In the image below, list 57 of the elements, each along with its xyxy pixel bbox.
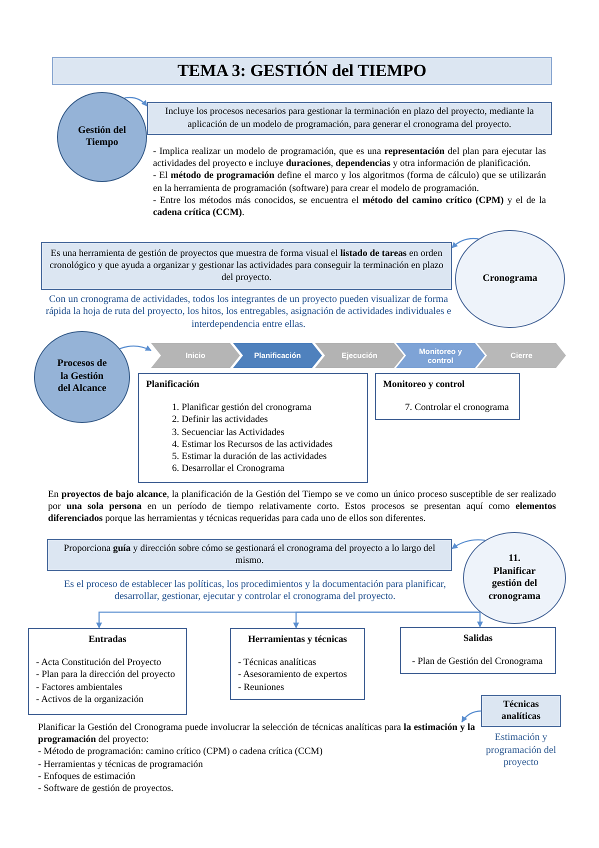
curved-arrow <box>461 710 482 722</box>
curved-arrow <box>452 539 486 550</box>
process-list-box <box>400 627 556 674</box>
technique-box <box>481 695 561 728</box>
circle-label: 11. Planificar gestión del cronograma <box>487 553 542 603</box>
bullet-text: - El método de programación define el marco y los algoritmos (forma de cálculo) que se utilizarán en la herramienta de programación (software) para crear el modelo de programación. <box>153 170 546 195</box>
list-item: - Plan para la dirección del proyecto <box>36 669 176 682</box>
circle-label: Gestión del Tiempo <box>77 124 127 150</box>
list-item: - Técnicas analíticas <box>238 657 316 670</box>
box-text: Técnicas analíticas <box>500 699 542 724</box>
list-item: 7. Controlar el cronograma <box>405 402 509 414</box>
list-item: 4. Estimar los Recursos de las actividades <box>172 438 333 452</box>
bullet-text: - Implica realizar un modelo de programación, que es una representación del plan para ejecutar las actividades del proyecto e incluye duraciones, dependencias y otra información de planificación. <box>153 146 546 170</box>
definition-box <box>47 539 452 572</box>
process-list-box <box>375 373 520 420</box>
list-item: 3. Secuenciar las Actividades <box>172 426 284 439</box>
curved-arrow <box>124 96 148 106</box>
list-item: - Reuniones <box>238 682 284 694</box>
curved-arrow <box>120 345 152 352</box>
bullet-item: - Herramientas y técnicas de programación <box>38 758 203 771</box>
box-text: Es una herramienta de gestión de proyectos que muestra de forma visual el listado de tareas en orden cronológico y que ayuda a organizar y gestionar las actividades para conseguir la terminación en plazo del proyecto. <box>48 248 444 284</box>
arrow <box>293 612 480 629</box>
list-heading: Planificación <box>146 379 200 392</box>
list-item: 2. Definir las actividades <box>172 414 268 427</box>
caption-text: Estimación y programación del proyecto <box>484 732 558 770</box>
list-item: 6. Desarrollar el Cronograma <box>172 463 284 476</box>
list-item: - Activos de la organización <box>36 694 144 706</box>
list-item: 5. Estimar la duración de las actividades <box>172 451 327 464</box>
note-text: Es el proceso de establecer las políticas, los procedimientos y la documentación para planificar, desarrollar, gestionar, ejecutar y controlar el cronograma del proyecto. <box>63 579 447 604</box>
curved-arrow <box>452 238 479 248</box>
process-list-box <box>28 628 187 715</box>
circle-label: Cronograma <box>482 272 538 286</box>
paragraph: En proyectos de bajo alcance, la planificación de la Gestión del Tiempo se ve como un único proceso susceptible de ser realizado por una sola persona en un período de tiempo relativamente corto. Estos procesos se presentan aquí como elementos diferenciados porque las herramientas y técnicas requeridas para cada uno de ellos son diferentes. <box>48 489 556 526</box>
bullet-text: - Entre los métodos más conocidos, se encuentra el método del camino crítico (CPM) y el de la cadena crítica (CCM). <box>153 194 546 220</box>
list-heading: Entradas <box>88 634 126 646</box>
process-list-box <box>138 373 368 483</box>
list-item: - Plan de Gestión del Cronograma <box>412 656 543 668</box>
paragraph: Planificar la Gestión del Cronograma puede involucrar la selección de técnicas analíticas para la estimación y la programación del proyecto: <box>38 722 475 746</box>
definition-box <box>147 102 552 135</box>
circle-label: Procesos de la Gestión del Alcance <box>56 358 108 396</box>
bullet-item: - Método de programación: camino crítico (CPM) o cadena crítica (CCM) <box>38 746 323 759</box>
list-item: - Acta Constitución del Proyecto <box>36 657 162 670</box>
list-heading: Herramientas y técnicas <box>248 634 348 646</box>
box-text: Proporciona guía y dirección sobre cómo se gestionará el cronograma del proyecto a lo largo del mismo. <box>62 543 436 568</box>
list-item: - Factores ambientales <box>36 682 122 694</box>
arrow <box>477 612 483 628</box>
title-text: TEMA 3: GESTIÓN del TIEMPO <box>177 61 427 81</box>
definition-box <box>41 242 452 290</box>
bullet-item: - Software de gestión de proyectos. <box>38 783 174 796</box>
box-text: Incluye los procesos necesarios para gestionar la terminación en plazo del proyecto, mediante la aplicación de un modelo de programación, para generar el cronograma del proyecto. <box>164 106 535 131</box>
list-heading: Salidas <box>463 633 493 646</box>
note-text: Con un cronograma de actividades, todos los integrantes de un proyecto pueden visualizar de forma rápida la hoja de ruta del proyecto, los hitos, los entregables, asignación de actividades individuales e interdependencia entre ellas. <box>44 294 452 331</box>
bullet-item: - Enfoques de estimación <box>38 770 136 784</box>
process-list-box <box>230 628 365 700</box>
list-item: - Asesoramiento de expertos <box>238 669 347 682</box>
list-heading: Monitoreo y control <box>383 379 465 392</box>
list-item: 1. Planificar gestión del cronograma <box>172 402 312 414</box>
